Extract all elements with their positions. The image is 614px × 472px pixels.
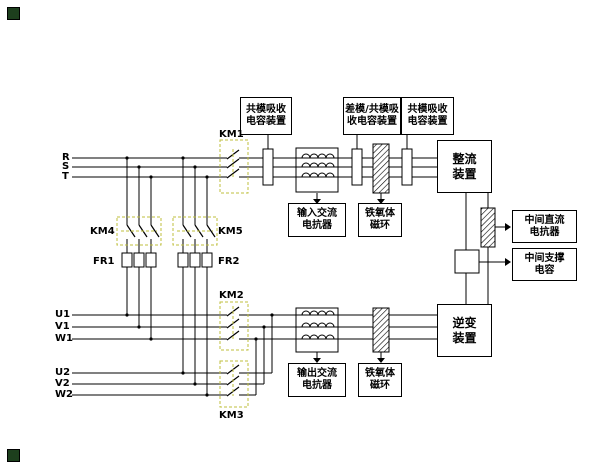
dc-link-reactor-label: 中间直流 电抗器	[512, 210, 577, 243]
km3-box	[219, 360, 249, 408]
fr1-element	[145, 252, 157, 268]
dc-support-capacitor-label: 中间支撑 电容	[512, 248, 577, 281]
common-mode-cap-label-1: 共模吸收 电容装置	[240, 97, 292, 135]
terminal-u2: U2	[55, 367, 71, 378]
capacitor-blocks	[262, 148, 480, 274]
terminal-r: R	[62, 152, 70, 163]
km5-label: KM5	[218, 226, 243, 237]
km2-box	[219, 301, 249, 351]
ferrite-ring-top-label: 铁氧体 磁环	[358, 203, 402, 237]
dc-support-capacitor-block	[454, 249, 480, 274]
output-ac-reactor-label: 输出交流 电抗器	[288, 363, 346, 397]
output-reactor-box	[295, 307, 339, 353]
common-mode-cap-block-2	[401, 148, 413, 186]
input-reactor-box	[295, 147, 339, 193]
corner-mark-top-left-icon	[7, 7, 20, 20]
inverter-unit-box: 逆变 装置	[437, 304, 492, 357]
ferrite-ring-bottom-symbol	[372, 307, 390, 353]
contactor-dashed-boxes	[116, 139, 249, 408]
km4-box	[116, 216, 162, 246]
km1-label: KM1	[219, 129, 244, 140]
common-mode-cap-block-1	[262, 148, 274, 186]
terminal-s: S	[62, 161, 70, 172]
km5-box	[172, 216, 218, 246]
terminal-w1: W1	[55, 333, 73, 344]
terminal-v2: V2	[55, 378, 70, 389]
ferrite-ring-top-symbol	[372, 143, 390, 194]
corner-mark-bottom-left-icon	[7, 449, 20, 462]
dc-link-reactor-symbol	[480, 207, 496, 248]
terminal-v1: V1	[55, 321, 70, 332]
common-mode-cap-label-2: 共模吸收 电容装置	[401, 97, 454, 135]
fr2-element	[177, 252, 189, 268]
terminal-u1: U1	[55, 309, 71, 320]
km3-label: KM3	[219, 410, 244, 421]
km1-box	[219, 139, 249, 194]
km4-label: KM4	[90, 226, 115, 237]
ferrite-ring-bottom-label: 铁氧体 磁环	[358, 363, 402, 397]
km2-label: KM2	[219, 290, 244, 301]
diff-common-mode-cap-block	[351, 148, 363, 186]
hatched-components	[372, 143, 496, 353]
terminal-w2: W2	[55, 389, 73, 400]
fr2-element	[189, 252, 201, 268]
fr2-element	[201, 252, 213, 268]
rectifier-unit-box: 整流 装置	[437, 140, 492, 193]
junction-dots	[125, 156, 274, 397]
input-ac-reactor-label: 输入交流 电抗器	[288, 203, 346, 237]
fr1-label: FR1	[93, 256, 115, 267]
diff-common-mode-cap-label: 差模/共模吸 收电容装置	[343, 97, 401, 135]
terminal-t: T	[62, 171, 69, 182]
annotation-arrowheads	[313, 199, 511, 363]
fr1-element	[121, 252, 133, 268]
thermal-relay-blocks	[121, 252, 213, 268]
fr1-element	[133, 252, 145, 268]
ac-reactor-symbols	[295, 147, 339, 353]
fr2-label: FR2	[218, 256, 240, 267]
